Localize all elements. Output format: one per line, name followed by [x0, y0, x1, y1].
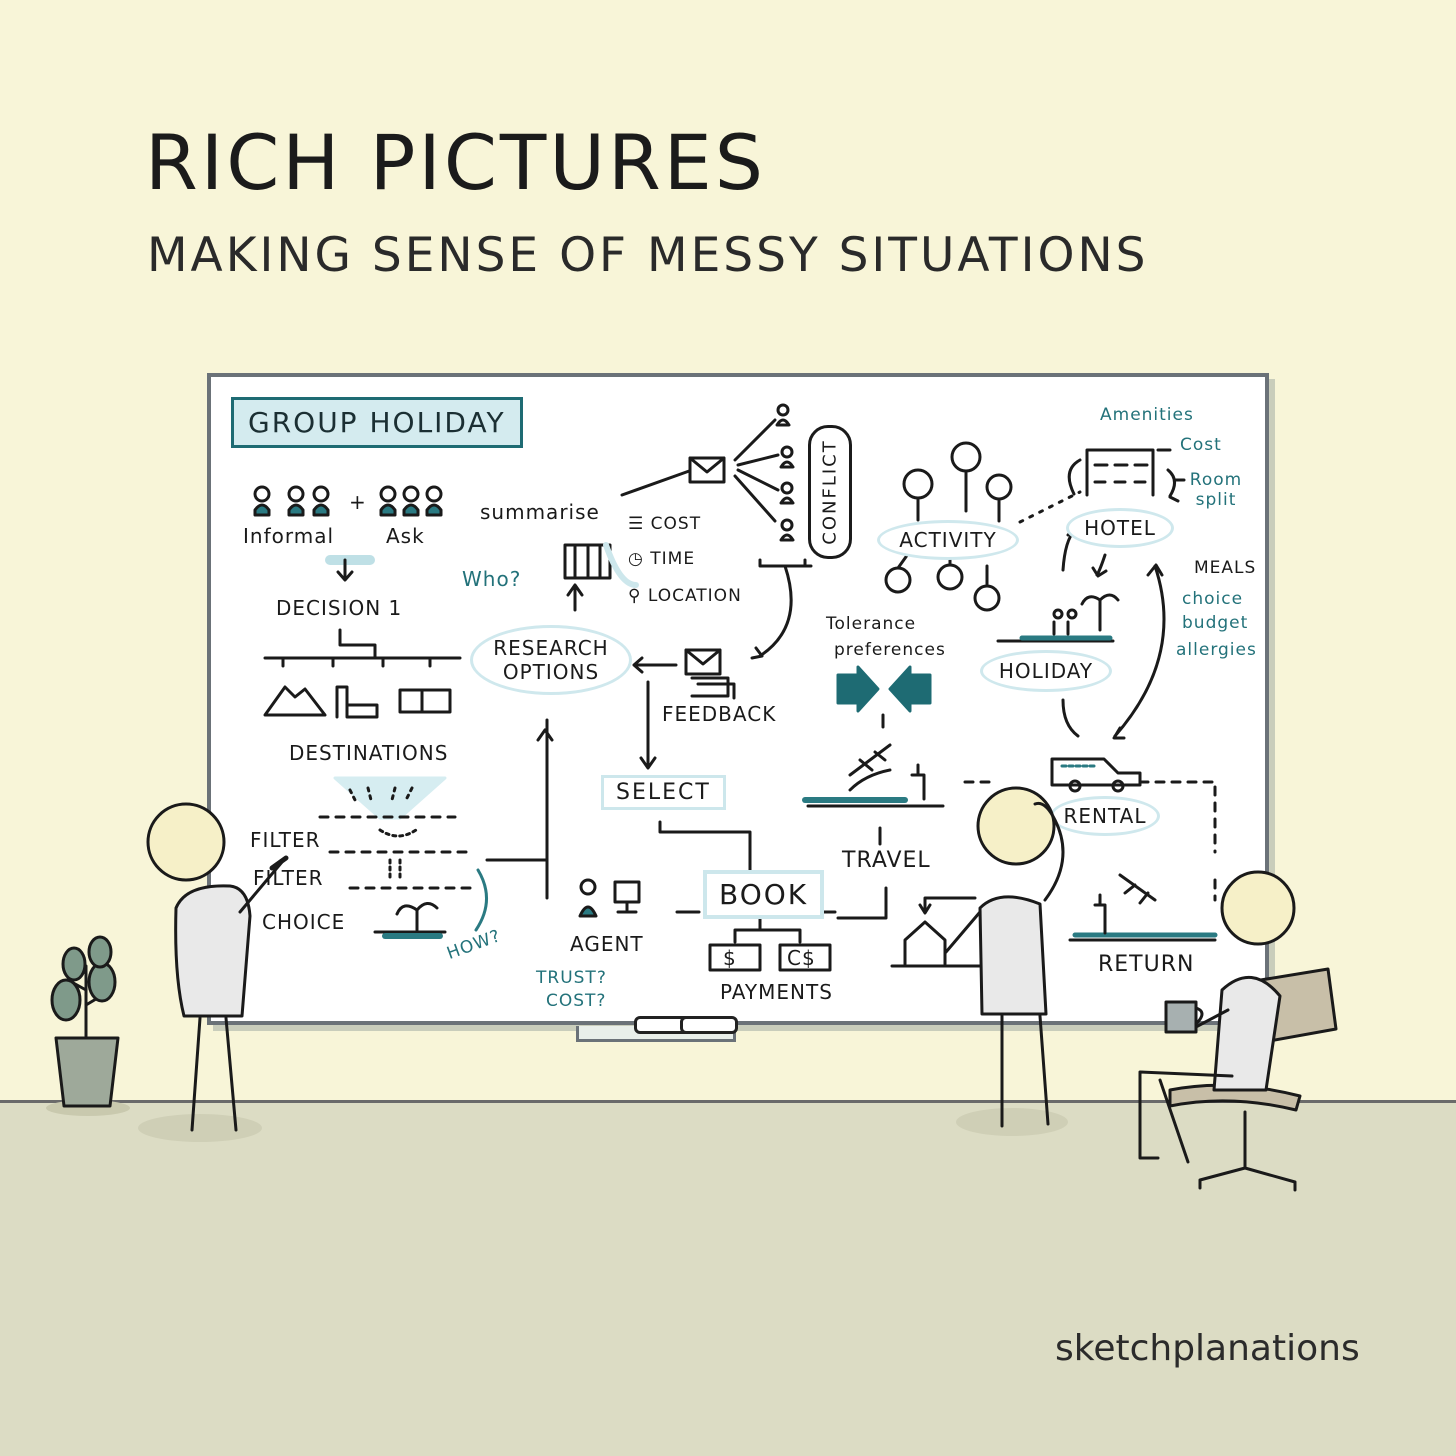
conflict-oval: CONFLICT — [808, 425, 852, 559]
cost-label: ☰ COST — [628, 514, 702, 534]
person-icon — [775, 403, 795, 542]
city-icon — [335, 685, 379, 719]
holiday-label: HOLIDAY — [998, 659, 1094, 683]
holiday-oval: HOLIDAY — [980, 650, 1112, 692]
meal-allergies-label: allergies — [1176, 640, 1257, 660]
location-pin-icon: ⚲ — [628, 586, 642, 606]
hotel-building-icon — [1085, 448, 1155, 497]
money-icon — [708, 943, 832, 972]
people-group-icon — [253, 485, 443, 517]
filter-label-1: FILTER — [250, 828, 321, 852]
palm-tree-icon — [996, 593, 1120, 643]
envelope-icon — [684, 648, 736, 700]
meal-budget-label: budget — [1182, 613, 1249, 633]
house-icon — [890, 920, 984, 968]
meal-choice-label: choice — [1182, 589, 1244, 609]
rental-oval: RENTAL — [1050, 796, 1160, 836]
page-subtitle: MAKiNG SENSE OF MESSY SiTUATiONS — [147, 228, 1149, 283]
tolerance-label: Tolerance — [826, 614, 917, 634]
book-box: BOOK — [703, 870, 825, 919]
payments-label: PAYMENTS — [720, 980, 833, 1004]
time-text: TIME — [650, 549, 696, 569]
person-icon — [579, 878, 597, 896]
cost-text: COST — [650, 514, 702, 534]
amenities-label: Amenities — [1100, 405, 1194, 425]
choice-label: CHOICE — [262, 910, 346, 934]
trust-label: TRUST? — [536, 968, 607, 988]
rental-label: RENTAL — [1063, 804, 1147, 828]
decision-label: DECISION 1 — [276, 596, 403, 620]
who-label: Who? — [462, 567, 522, 591]
activity-label: ACTIVITY — [899, 528, 997, 552]
airplane-icon — [848, 743, 892, 792]
plant-icon — [46, 935, 130, 1116]
room-split-label: Room split — [1189, 470, 1243, 510]
floor — [0, 1102, 1456, 1456]
book-icon — [398, 688, 452, 714]
hotel-oval: HOTEL — [1066, 508, 1174, 548]
informal-label: Informal — [243, 524, 335, 548]
destinations-label: DESTINATIONS — [289, 741, 449, 765]
signature: sketchplanations — [1055, 1328, 1360, 1369]
currency-dollar: $ — [723, 946, 737, 970]
mountain-icon — [263, 685, 327, 717]
hotel-label: HOTEL — [1084, 516, 1156, 540]
travel-label: TRAVEL — [842, 848, 931, 873]
marker-2[interactable] — [680, 1016, 738, 1034]
agent-label: AGENT — [570, 932, 644, 956]
plus-sign: + — [349, 490, 367, 514]
board-title: GROUP HOLIDAY — [231, 397, 523, 448]
location-label: ⚲ LOCATION — [628, 586, 742, 606]
floor-line — [0, 1100, 1456, 1103]
airplane-icon — [1118, 873, 1157, 905]
feedback-label: FEEDBACK — [662, 702, 777, 726]
return-label: RETURN — [1098, 952, 1195, 977]
hotel-cost-label: Cost — [1180, 435, 1222, 455]
location-text: LOCATION — [647, 586, 742, 606]
time-label: ◷ TIME — [628, 549, 695, 569]
computer-icon — [613, 880, 641, 914]
ask-label: Ask — [386, 524, 425, 548]
currency-cad: C$ — [787, 946, 816, 970]
meals-label: MEALS — [1194, 558, 1257, 578]
summarise-label: summarise — [480, 500, 600, 524]
research-options-oval: RESEARCH OPTIONS — [470, 625, 632, 695]
palm-tree-icon — [373, 902, 447, 934]
cost-question-label: COST? — [546, 991, 607, 1011]
calendar-icon — [563, 543, 612, 580]
clock-icon: ◷ — [628, 549, 644, 569]
person-middle — [944, 786, 1068, 1136]
person-seated — [1138, 870, 1296, 1164]
filter-label-2: FILTER — [253, 866, 324, 890]
preferences-label: preferences — [834, 640, 946, 660]
mug-icon — [1164, 1000, 1204, 1034]
person-left — [138, 802, 289, 1142]
activity-oval: ACTIVITY — [877, 520, 1019, 560]
research-options-label: RESEARCH OPTIONS — [493, 636, 609, 684]
envelope-icon — [688, 456, 726, 484]
page-title: RiCH PiCTURES — [145, 118, 767, 207]
select-box: SELECT — [601, 775, 726, 810]
